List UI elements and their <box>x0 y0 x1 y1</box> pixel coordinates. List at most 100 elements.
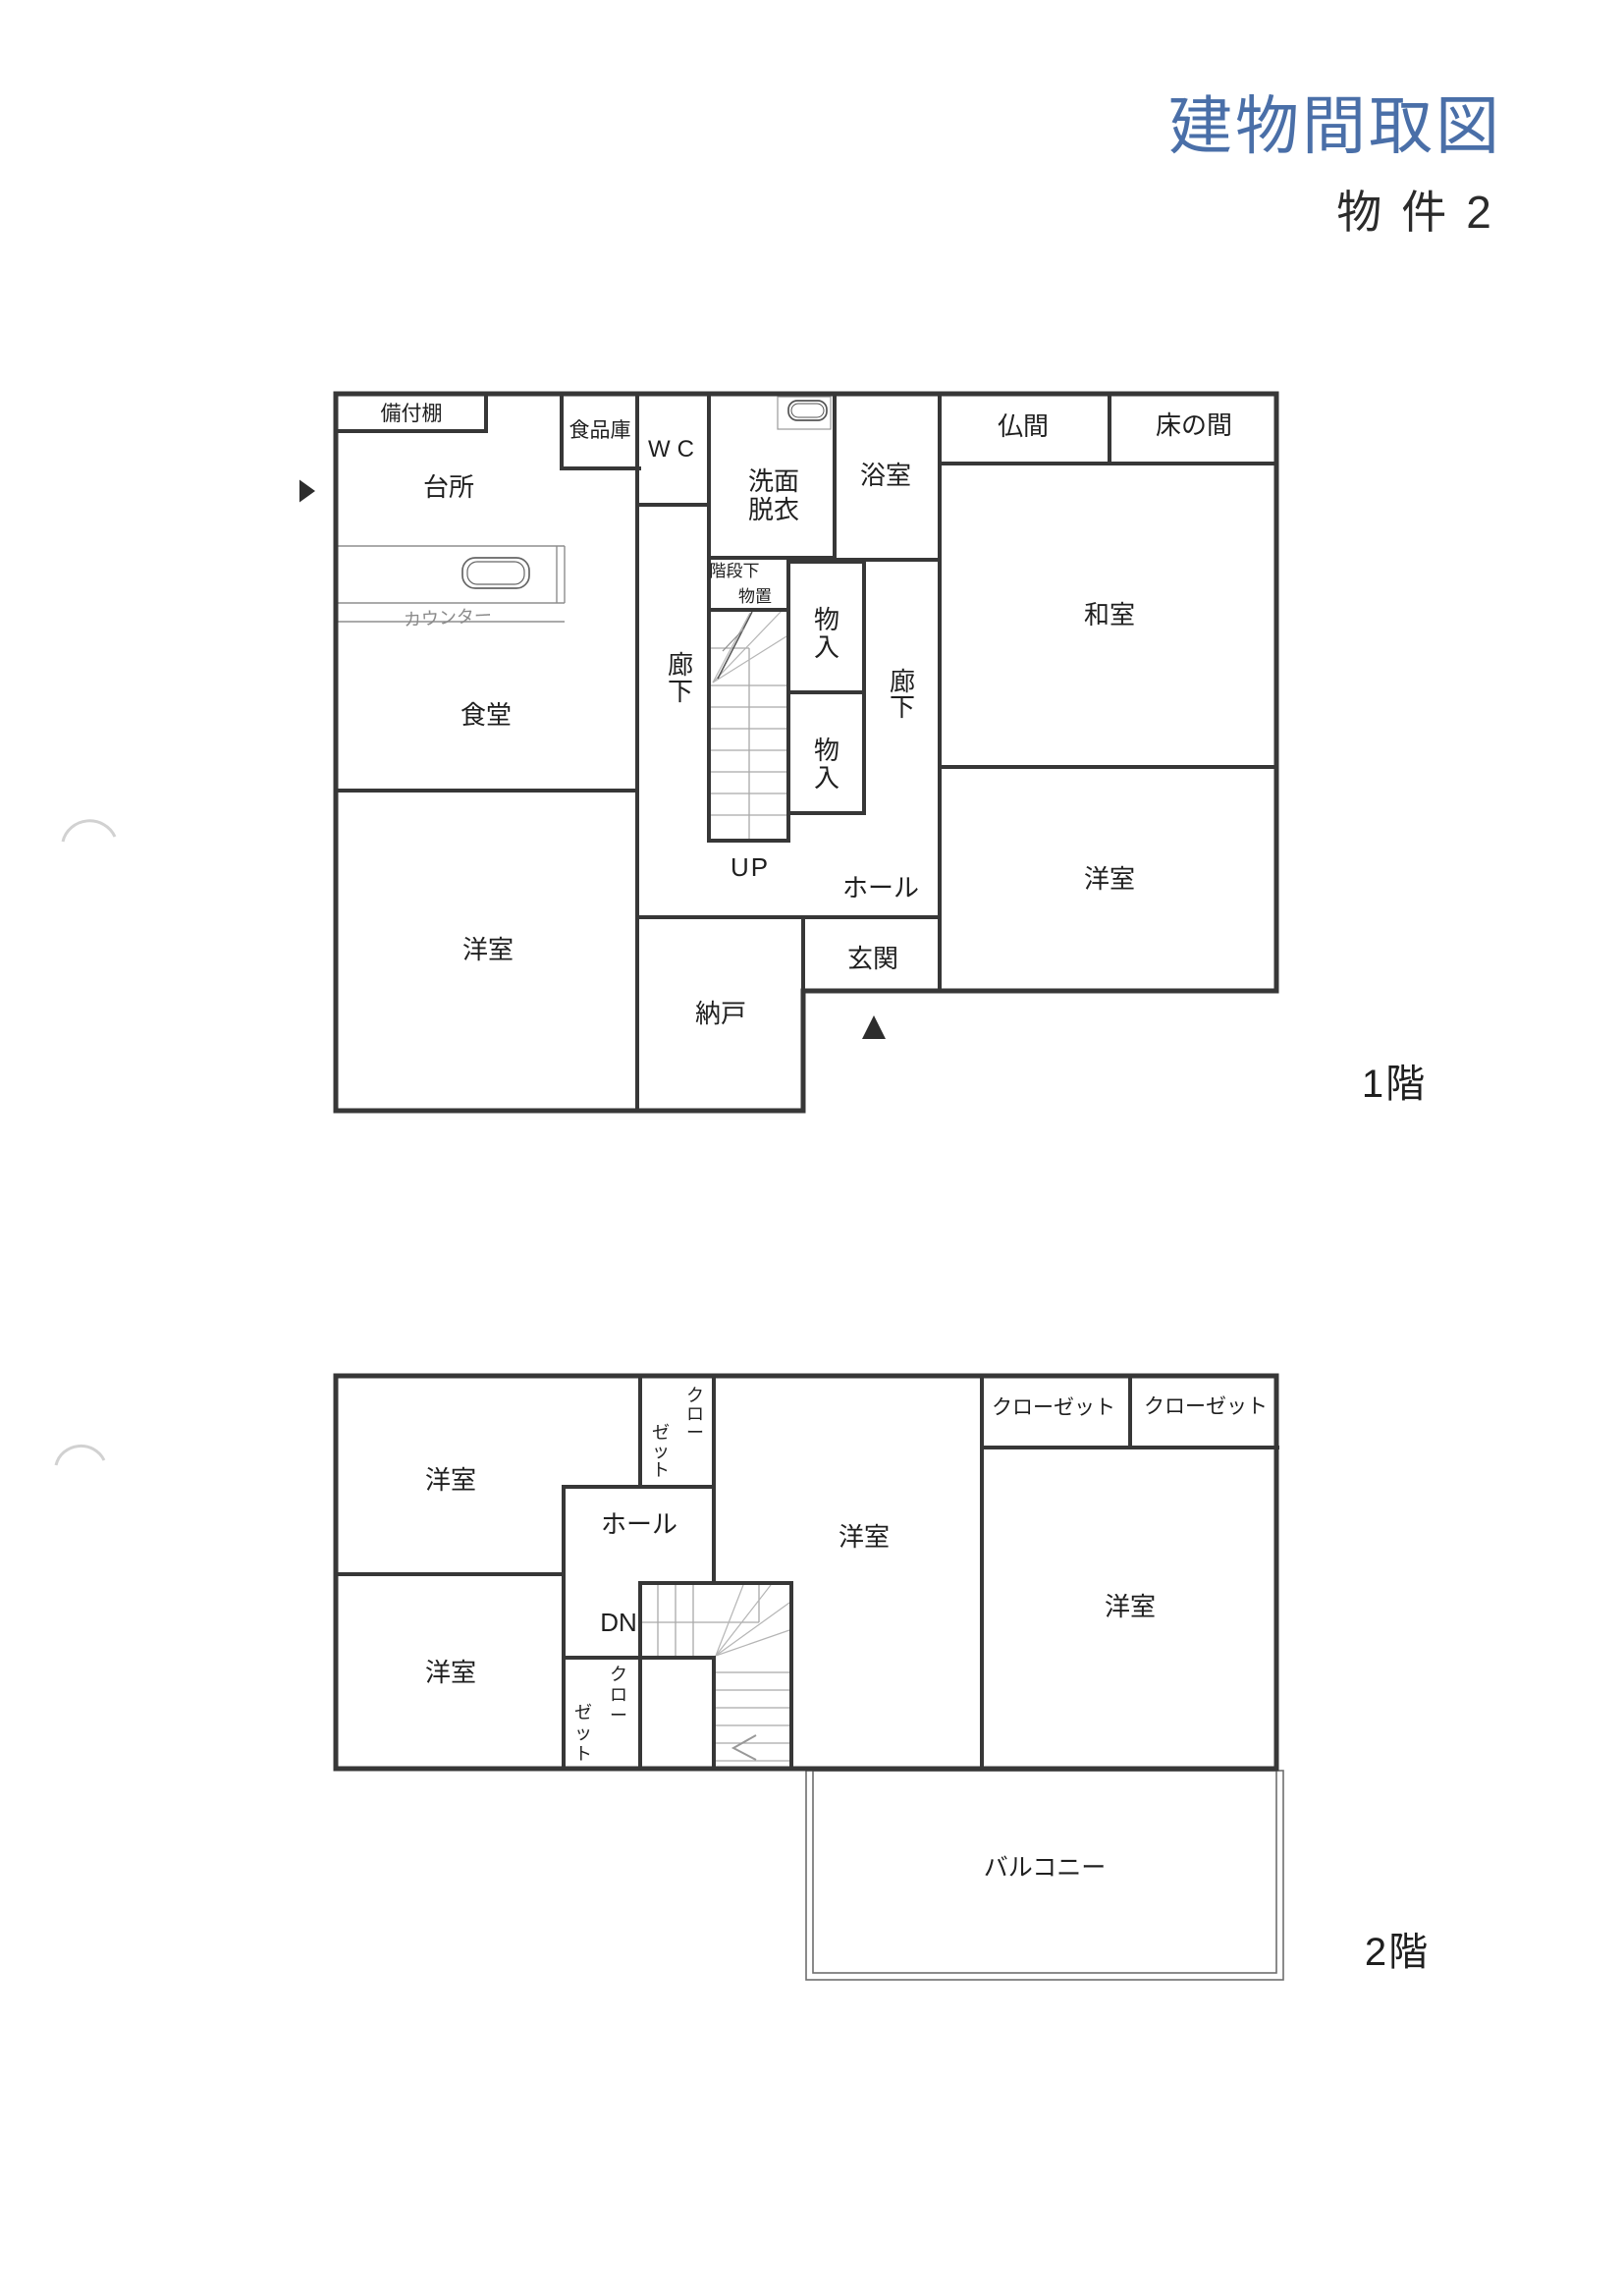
label-corridor-west: 廊下 <box>668 650 693 706</box>
label-closet-east-1: クローゼット <box>992 1396 1115 1419</box>
sink-outline <box>466 561 525 585</box>
wall-segment <box>333 1108 806 1114</box>
label-hall: ホール <box>842 873 919 902</box>
wall-segment <box>712 1378 716 1585</box>
wall-segment <box>336 429 488 433</box>
floor1-plan: 1階 備付棚台所食品庫WC洗面脱衣浴室仏間床の間カウンター食堂階段下物置廊下物入… <box>333 391 1427 1114</box>
stair-winder-line <box>715 1629 790 1657</box>
label-storage-upper: 物入 <box>814 605 839 662</box>
wall-segment <box>638 1581 642 1660</box>
label-closet-south: クローゼット <box>574 1665 627 1764</box>
room-corridor-west <box>641 509 707 915</box>
label-western-room-se: 洋室 <box>1084 864 1135 894</box>
stairs-f1 <box>711 610 787 839</box>
page-title: 建物間取図 <box>1168 90 1502 162</box>
washbasin-icon <box>777 396 832 430</box>
label-balcony: バルコニー <box>984 1854 1107 1882</box>
washbasin-outline <box>790 403 825 418</box>
label-closet-north: クローゼット <box>652 1386 704 1480</box>
label-storage-lower: 物入 <box>814 736 839 793</box>
wall-segment <box>942 462 1278 465</box>
label-buddhist-room: 仏間 <box>998 411 1049 441</box>
stair-winder-line <box>712 610 783 683</box>
label-stairs-down: DN <box>600 1608 637 1637</box>
wall-segment <box>790 690 866 694</box>
wall-segment <box>789 1581 793 1770</box>
wall-segment <box>711 608 788 612</box>
floor2-plan: 2階 洋室クローゼットホールDNクローゼット洋室洋室クローゼットクローゼット洋室… <box>333 1373 1430 1981</box>
label-washroom: 洗面脱衣 <box>748 466 799 524</box>
wall-segment <box>560 394 564 470</box>
wall-segment <box>638 1581 793 1585</box>
label-under-stair-storage: 階段下物置 <box>710 562 773 606</box>
wall-segment <box>790 560 864 564</box>
wall-segment <box>562 1485 716 1489</box>
wall-segment <box>833 394 837 560</box>
label-builtin-shelf: 備付棚 <box>381 403 443 425</box>
direction-markers <box>299 479 886 1039</box>
wall-segment <box>333 1373 1279 1379</box>
wall-segment <box>635 394 639 1113</box>
wall-segment <box>638 1378 642 1489</box>
wall-segment <box>942 765 1278 769</box>
floor1-rooms <box>340 396 1274 1108</box>
washbasin-outline <box>787 400 828 421</box>
room-western-mid <box>716 1378 980 1768</box>
floor1-walls <box>333 391 1279 1114</box>
wall-segment <box>484 394 488 433</box>
scan-artifacts <box>54 819 117 1466</box>
stair-winder-line <box>712 612 751 683</box>
wall-segment <box>862 560 866 815</box>
wall-segment <box>800 988 806 1114</box>
label-stairs-up: UP <box>731 852 770 882</box>
stair-winder-line <box>715 1584 744 1657</box>
wall-segment <box>638 1658 642 1768</box>
wall-segment <box>938 394 942 993</box>
label-hall: ホール <box>601 1509 677 1539</box>
label-corridor-east: 廊下 <box>890 667 915 722</box>
wall-segment <box>562 1485 566 1770</box>
wall-segment <box>712 1656 716 1770</box>
wall-segment <box>560 466 641 470</box>
floor1-name: 1階 <box>1362 1063 1427 1106</box>
wall-segment <box>336 789 637 793</box>
stair-rail-line <box>717 611 753 680</box>
label-dining-room: 食堂 <box>460 700 512 730</box>
label-closet-east-2: クローゼット <box>1144 1395 1268 1418</box>
wall-segment <box>336 1572 564 1576</box>
label-bathroom: 浴室 <box>860 461 911 490</box>
wall-segment <box>333 1766 1279 1772</box>
wall-segment <box>980 1378 984 1770</box>
room-corridor-east <box>868 562 938 915</box>
wall-segment <box>333 391 339 1114</box>
label-western-room-e: 洋室 <box>1105 1592 1156 1621</box>
wall-segment <box>1273 391 1279 994</box>
washbasin-box <box>777 396 832 430</box>
stair-rail-line <box>722 628 745 652</box>
kitchen-sink-icon <box>461 557 530 589</box>
stair-winder-line <box>715 1602 790 1657</box>
wall-segment <box>800 988 1279 994</box>
wall-segment <box>1108 396 1111 462</box>
wall-segment <box>707 839 790 843</box>
floor2-name: 2階 <box>1365 1931 1430 1974</box>
label-western-room-nw: 洋室 <box>425 1465 476 1495</box>
label-storeroom: 納戸 <box>695 999 746 1028</box>
wall-segment <box>786 556 790 843</box>
floor2-walls <box>333 1373 1279 1772</box>
floor2-labels: 洋室クローゼットホールDNクローゼット洋室洋室クローゼットクローゼット洋室バルコ… <box>425 1386 1268 1882</box>
label-japanese-room: 和室 <box>1084 600 1135 629</box>
floor1-labels: 備付棚台所食品庫WC洗面脱衣浴室仏間床の間カウンター食堂階段下物置廊下物入物入廊… <box>381 403 1233 1029</box>
wall-segment <box>333 391 1279 397</box>
page-subtitle: 物件2 <box>1336 187 1511 238</box>
label-pantry: 食品庫 <box>569 419 631 442</box>
wall-segment <box>801 919 805 989</box>
label-kitchen: 台所 <box>423 472 474 502</box>
label-counter: カウンター <box>404 606 493 630</box>
wall-segment <box>790 811 866 815</box>
label-western-room-sw: 洋室 <box>425 1658 476 1687</box>
label-western-room-mid: 洋室 <box>839 1522 890 1552</box>
wall-segment <box>639 503 711 507</box>
